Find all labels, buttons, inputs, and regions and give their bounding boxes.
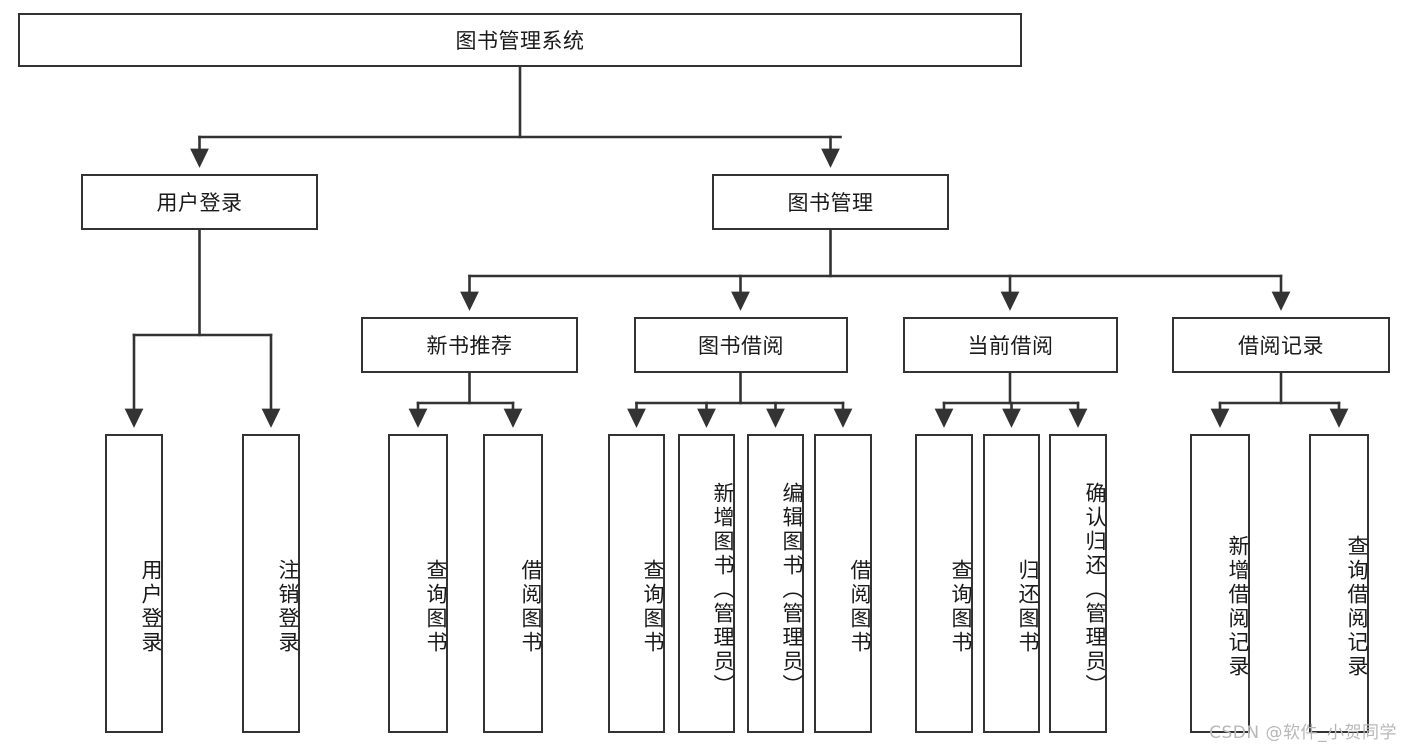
node-leaf-confirm-return-admin[interactable]: 确认归还（管理员） (1049, 434, 1107, 733)
node-book-management[interactable]: 图书管理 (712, 174, 949, 230)
node-current-borrow[interactable]: 当前借阅 (903, 317, 1118, 373)
node-leaf-query-borrow-record[interactable]: 查询借阅记录 (1309, 434, 1369, 733)
node-leaf-edit-book-admin[interactable]: 编辑图书（管理员） (747, 434, 804, 733)
node-borrow-record[interactable]: 借阅记录 (1172, 317, 1390, 373)
node-leaf-borrow-book-recommend[interactable]: 借阅图书 (483, 434, 543, 733)
node-leaf-query-book-current[interactable]: 查询图书 (915, 434, 973, 733)
leaf-label: 查询图书 (949, 558, 973, 655)
leaf-label: 新增图书（管理员） (711, 481, 735, 698)
node-leaf-add-borrow-record[interactable]: 新增借阅记录 (1190, 434, 1250, 733)
leaf-label: 用户登录 (139, 558, 163, 655)
csdn-watermark: CSDN @软件_小贺同学 (1209, 723, 1397, 743)
leaf-label: 归还图书 (1016, 558, 1040, 655)
node-user-login[interactable]: 用户登录 (81, 174, 318, 230)
leaf-label: 确认归还（管理员） (1083, 481, 1107, 698)
node-leaf-user-login[interactable]: 用户登录 (105, 434, 163, 733)
node-leaf-return-book[interactable]: 归还图书 (983, 434, 1040, 733)
node-root-system[interactable]: 图书管理系统 (18, 13, 1022, 67)
leaf-label: 编辑图书（管理员） (780, 481, 804, 698)
node-leaf-logout[interactable]: 注销登录 (242, 434, 300, 733)
leaf-label: 查询借阅记录 (1345, 534, 1369, 679)
node-leaf-query-book-borrow[interactable]: 查询图书 (608, 434, 665, 733)
node-leaf-add-book-admin[interactable]: 新增图书（管理员） (678, 434, 735, 733)
leaf-label: 注销登录 (276, 558, 300, 655)
node-leaf-query-book-recommend[interactable]: 查询图书 (388, 434, 448, 733)
node-book-borrow[interactable]: 图书借阅 (634, 317, 848, 373)
leaf-label: 查询图书 (424, 558, 448, 655)
node-new-book-recommendation[interactable]: 新书推荐 (361, 317, 578, 373)
node-leaf-borrow-book[interactable]: 借阅图书 (814, 434, 872, 733)
leaf-label: 查询图书 (641, 558, 665, 655)
leaf-label: 借阅图书 (519, 558, 543, 655)
leaf-label: 新增借阅记录 (1226, 534, 1250, 679)
leaf-label: 借阅图书 (848, 558, 872, 655)
